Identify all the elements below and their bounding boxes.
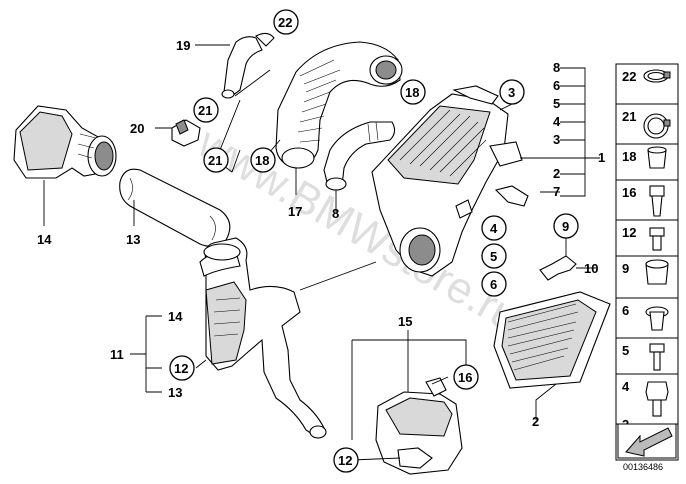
callout-5-circle: 5 xyxy=(490,249,497,264)
callout-1: 1 xyxy=(598,150,605,165)
callout-2-stack: 2 xyxy=(553,166,560,181)
filter-element xyxy=(493,291,611,389)
callout-8-hose: 8 xyxy=(332,206,339,221)
legend-number-6: 6 xyxy=(622,303,629,318)
callout-2-filter: 2 xyxy=(532,414,539,429)
plain-labels: 19 20 14 13 17 8 8 6 5 4 3 1 2 7 10 14 1… xyxy=(37,38,605,429)
air-intake-funnel xyxy=(13,105,117,179)
legend-number-18: 18 xyxy=(622,149,636,164)
callout-19: 19 xyxy=(176,38,190,53)
vent-hose xyxy=(221,32,275,99)
bracket-7 xyxy=(494,185,529,207)
resonator-assembly xyxy=(199,237,327,439)
callout-12-assembly: 12 xyxy=(174,361,188,376)
callout-3-circle: 3 xyxy=(508,85,515,100)
legend-number-5: 5 xyxy=(622,343,629,358)
callout-13-assembly: 13 xyxy=(168,385,182,400)
callout-10: 10 xyxy=(584,261,598,276)
callout-8-stack: 8 xyxy=(553,60,560,75)
callout-21-bottom: 21 xyxy=(208,153,222,168)
elbow-hose xyxy=(323,121,396,191)
sensor-part xyxy=(171,119,201,147)
legend-column: 222118161296543 xyxy=(615,63,679,472)
direction-arrow-icon xyxy=(617,423,677,459)
legend-number-16: 16 xyxy=(622,185,636,200)
callout-15: 15 xyxy=(398,314,412,329)
callout-16: 16 xyxy=(458,370,472,385)
bracket-10 xyxy=(539,255,577,281)
callout-12-box: 12 xyxy=(338,453,352,468)
callout-3-stack: 3 xyxy=(553,132,560,147)
legend-number-21: 21 xyxy=(622,109,636,124)
callout-7: 7 xyxy=(553,184,560,199)
part-number: 00136486 xyxy=(623,462,663,472)
callout-18-right: 18 xyxy=(405,85,419,100)
circled-labels: 22 21 21 18 18 3 4 5 6 9 12 12 16 xyxy=(169,9,579,473)
bellows-hose xyxy=(275,41,403,169)
callout-4-circle: 4 xyxy=(490,221,498,236)
callout-4-stack: 4 xyxy=(553,114,561,129)
resonator-box xyxy=(375,377,463,475)
callout-5-stack: 5 xyxy=(553,96,560,111)
callout-6-circle: 6 xyxy=(490,277,497,292)
air-filter-housing xyxy=(371,85,523,277)
legend-icons xyxy=(643,69,671,417)
callout-13-duct: 13 xyxy=(126,232,140,247)
callout-22: 22 xyxy=(278,15,292,30)
callout-14-left: 14 xyxy=(37,232,52,247)
leader-lines xyxy=(43,44,600,461)
callout-11: 11 xyxy=(110,347,124,362)
legend-number-9: 9 xyxy=(622,261,629,276)
callout-14-assembly: 14 xyxy=(168,309,183,324)
callout-20: 20 xyxy=(130,121,144,136)
callout-18-left: 18 xyxy=(255,153,269,168)
callout-17: 17 xyxy=(288,204,302,219)
callout-6-stack: 6 xyxy=(553,78,560,93)
legend-number-22: 22 xyxy=(622,69,636,84)
callout-21-top: 21 xyxy=(198,103,212,118)
callout-9: 9 xyxy=(562,219,569,234)
legend-number-12: 12 xyxy=(622,225,636,240)
legend-number-4: 4 xyxy=(622,379,630,394)
